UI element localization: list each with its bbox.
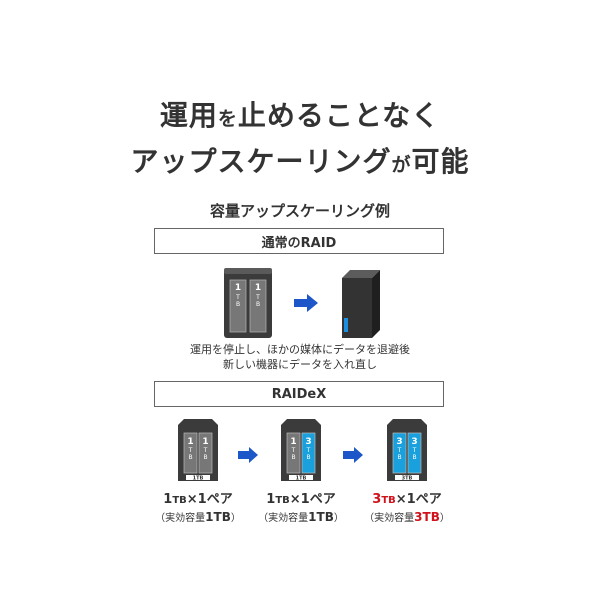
svg-text:T: T	[235, 294, 240, 301]
svg-text:T: T	[188, 447, 193, 454]
drive-label: 1	[235, 283, 241, 293]
svg-text:B: B	[188, 454, 192, 461]
svg-text:3: 3	[411, 437, 417, 447]
section-header-raidex: RAIDeX	[154, 381, 444, 407]
pair-config: 1TB×1ペア	[266, 492, 336, 507]
caption-line2: 新しい機器にデータを入れ直し	[223, 358, 377, 371]
svg-text:B: B	[291, 454, 295, 461]
raidex-capacity-label: 3TB×1ペア （実効容量3TB）	[357, 492, 457, 527]
svg-text:3: 3	[305, 437, 311, 447]
effective-capacity: （実効容量3TB）	[364, 510, 450, 524]
svg-text:T: T	[306, 447, 311, 454]
svg-text:B: B	[306, 454, 310, 461]
svg-text:B: B	[397, 454, 401, 461]
svg-text:1: 1	[290, 437, 296, 447]
svg-text:1: 1	[255, 283, 261, 293]
effective-capacity: （実効容量1TB）	[258, 510, 344, 524]
svg-text:B: B	[412, 454, 416, 461]
example-subtitle: 容量アップスケーリング例	[209, 202, 390, 220]
svg-text:3: 3	[396, 437, 402, 447]
headline-line1: 運用を止めることなく	[159, 99, 441, 132]
effective-capacity: （実効容量1TB）	[155, 510, 241, 524]
svg-text:T: T	[255, 294, 260, 301]
raidex-capacity-label: 1TB×1ペア （実効容量1TB）	[148, 492, 248, 527]
arrow-right-icon	[238, 447, 258, 463]
normal-raid-caption: 運用を停止し、ほかの媒体にデータを退避後 新しい機器にデータを入れ直し	[150, 342, 450, 372]
pair-config: 3TB×1ペア	[372, 492, 442, 507]
svg-text:3TB: 3TB	[402, 476, 413, 482]
svg-text:1: 1	[187, 437, 193, 447]
headline-line2: アップスケーリングが可能	[130, 145, 470, 178]
caption-line1: 運用を停止し、ほかの媒体にデータを退避後	[190, 343, 410, 356]
external-drive-icon	[342, 270, 380, 338]
section-header-normal-raid: 通常のRAID	[154, 228, 444, 254]
svg-text:B: B	[236, 301, 240, 308]
pair-config: 1TB×1ペア	[163, 492, 233, 507]
svg-text:T: T	[203, 447, 208, 454]
svg-text:B: B	[203, 454, 207, 461]
svg-text:1TB: 1TB	[193, 476, 204, 482]
svg-text:T: T	[397, 447, 402, 454]
nas-unit-icon: 1 T B 1 T B	[224, 268, 272, 338]
svg-text:1TB: 1TB	[296, 476, 307, 482]
arrow-right-icon	[343, 447, 363, 463]
svg-text:B: B	[256, 301, 260, 308]
svg-text:T: T	[412, 447, 417, 454]
svg-text:1: 1	[202, 437, 208, 447]
svg-text:T: T	[291, 447, 296, 454]
arrow-right-icon	[294, 294, 318, 312]
raidex-capacity-label: 1TB×1ペア （実効容量1TB）	[251, 492, 351, 527]
